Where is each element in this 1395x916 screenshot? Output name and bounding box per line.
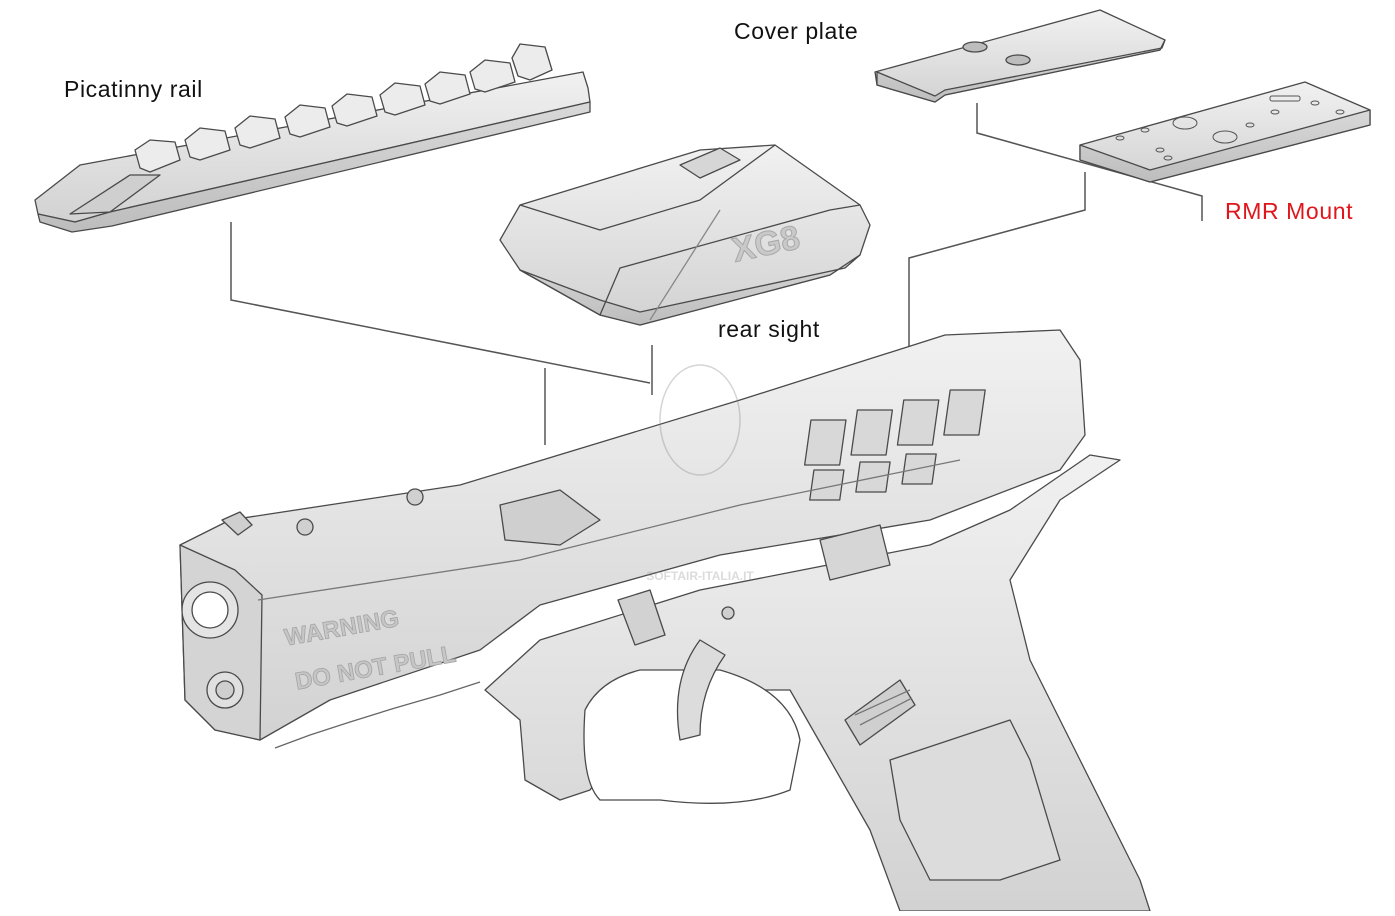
pistol: WARNING DO NOT PULL: [179, 329, 1151, 912]
cover-plate: [874, 9, 1166, 103]
leader-line-rail: [230, 222, 651, 384]
leader-line-rmr: [908, 172, 1086, 355]
picatinny-rail: [34, 43, 591, 233]
label-rear-sight: rear sight: [718, 316, 820, 342]
rail-teeth: [134, 43, 553, 173]
watermark: SOFTAIR-ITALIA.IT: [646, 364, 754, 583]
label-rmr-mount: RMR Mount: [1225, 198, 1354, 224]
pistol-frame: [484, 454, 1151, 912]
label-cover-plate: Cover plate: [734, 18, 859, 44]
rear-sight: XG8: [499, 144, 871, 326]
label-picatinny-rail: Picatinny rail: [64, 76, 203, 102]
leader-lines: [230, 103, 1203, 445]
rmr-mount: [1079, 81, 1371, 183]
watermark-text: SOFTAIR-ITALIA.IT: [646, 569, 754, 583]
leader-line-cover: [976, 103, 1203, 221]
